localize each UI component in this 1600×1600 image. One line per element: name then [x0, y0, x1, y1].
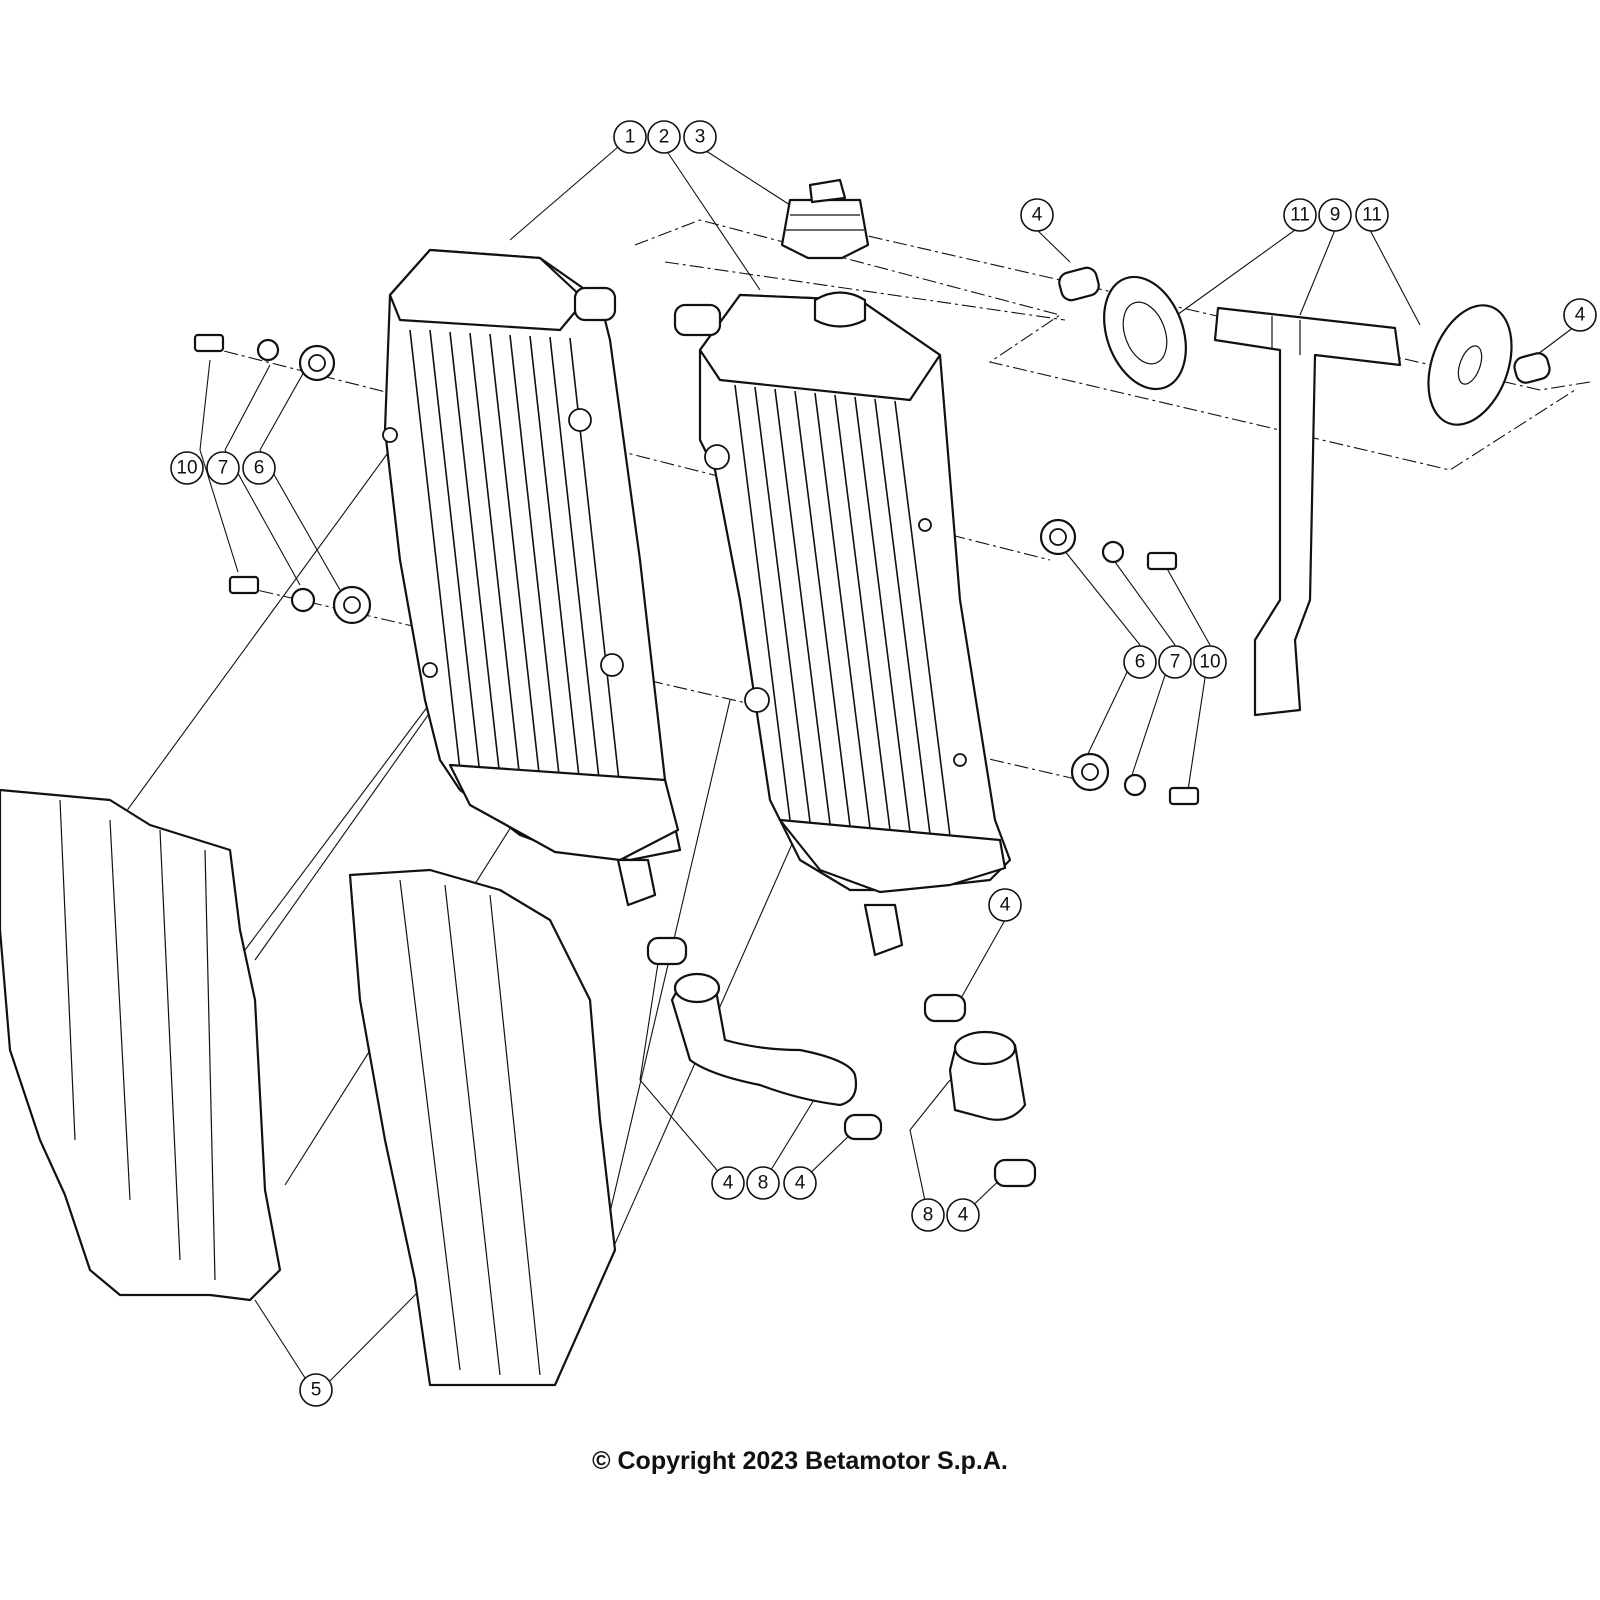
callout-4: 4 — [1020, 198, 1054, 232]
right-radiator — [673, 291, 1012, 957]
callout-4: 4 — [711, 1166, 745, 1200]
bottom-hoses — [670, 972, 1027, 1121]
svg-text:11: 11 — [1290, 205, 1310, 226]
callout-10: 10 — [1193, 645, 1227, 679]
left-radiator — [382, 248, 682, 907]
svg-text:10: 10 — [1199, 652, 1220, 673]
callout-11: 11 — [1355, 198, 1389, 232]
callout-9: 9 — [1318, 198, 1352, 232]
callout-2: 2 — [647, 120, 681, 154]
mounting-hardware — [193, 333, 1200, 806]
svg-text:10: 10 — [176, 458, 197, 479]
radiator-cap — [780, 178, 870, 260]
left-radiator-inlet-pipe — [573, 286, 617, 322]
svg-text:6: 6 — [254, 458, 265, 479]
callout-5: 5 — [299, 1373, 333, 1407]
callout-8: 8 — [746, 1166, 780, 1200]
svg-text:2: 2 — [659, 127, 670, 148]
callout-3: 3 — [683, 120, 717, 154]
svg-text:5: 5 — [311, 1380, 322, 1401]
callout-4: 4 — [988, 888, 1022, 922]
svg-text:7: 7 — [218, 458, 229, 479]
svg-text:8: 8 — [923, 1205, 934, 1226]
copyright-notice: © Copyright 2023 Betamotor S.p.A. — [592, 1447, 1008, 1475]
callout-7: 7 — [1158, 645, 1192, 679]
svg-text:1: 1 — [625, 127, 636, 148]
callout-10: 10 — [170, 451, 204, 485]
svg-text:3: 3 — [695, 127, 706, 148]
callout-7: 7 — [206, 451, 240, 485]
callout-6: 6 — [1123, 645, 1157, 679]
hose-clamps — [646, 266, 1551, 1188]
svg-text:4: 4 — [1000, 895, 1011, 916]
callout-6: 6 — [242, 451, 276, 485]
radiator-guards — [0, 788, 617, 1387]
leader-lines — [119, 146, 1575, 1396]
svg-text:8: 8 — [758, 1173, 769, 1194]
svg-text:4: 4 — [795, 1173, 806, 1194]
t-hose-assembly — [1103, 275, 1513, 717]
svg-text:4: 4 — [958, 1205, 969, 1226]
left-radiator-outlet-pipe — [616, 858, 657, 907]
svg-text:11: 11 — [1362, 205, 1382, 226]
right-radiator-inlet-pipe — [673, 303, 722, 337]
right-radiator-filler-neck — [813, 291, 867, 328]
svg-text:7: 7 — [1170, 652, 1181, 673]
right-radiator-outlet-pipe — [863, 903, 904, 957]
svg-text:6: 6 — [1135, 652, 1146, 673]
svg-text:4: 4 — [1032, 205, 1043, 226]
svg-text:9: 9 — [1330, 205, 1341, 226]
callout-1: 1 — [613, 120, 647, 154]
svg-text:4: 4 — [1575, 305, 1586, 326]
callout-8: 8 — [911, 1198, 945, 1232]
svg-text:4: 4 — [723, 1173, 734, 1194]
callout-4: 4 — [783, 1166, 817, 1200]
callout-4: 4 — [1563, 298, 1597, 332]
callout-11: 11 — [1283, 198, 1317, 232]
callout-4: 4 — [946, 1198, 980, 1232]
